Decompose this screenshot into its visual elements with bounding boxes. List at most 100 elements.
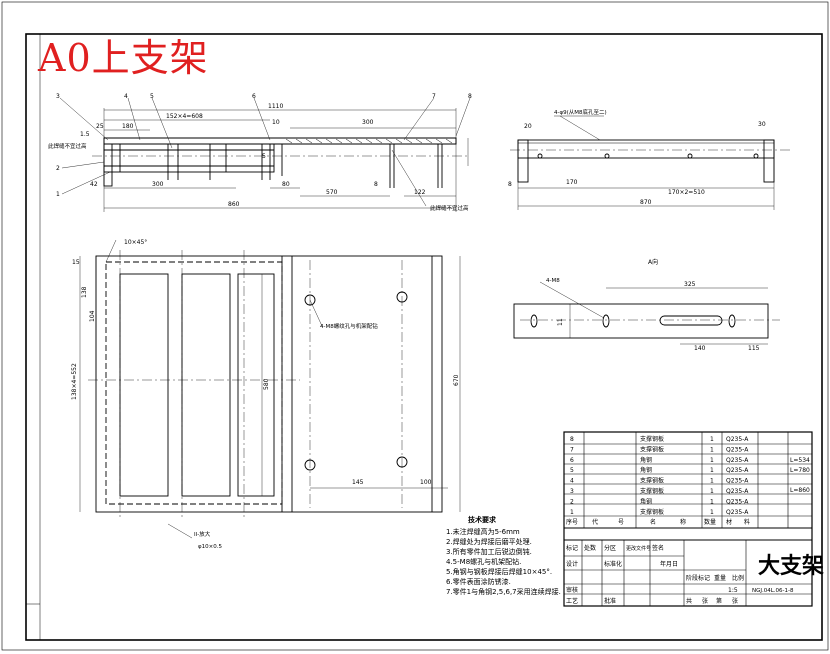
part-name: 支撑钢板 [640,435,664,443]
tb-drawing-no: NGJ.04L.06-1-8 [752,588,794,594]
part-material: Q235-A [726,488,749,495]
tb-stage: 阶段标记 [686,574,710,582]
part-qty: 1 [710,498,714,505]
part-no: 6 [570,457,574,464]
dim-42: 42 [90,181,98,188]
tb-date: 年月日 [660,560,678,568]
balloon-6: 6 [252,93,256,100]
a-view [513,281,780,345]
tb-scale: 1:5 [728,587,738,594]
dim-1.5: 1.5 [80,131,90,138]
tb-design: 设计 [566,560,578,568]
plan-view [79,239,461,539]
title-block-labels: 序号 代 号 名 称 数量 材 料 L=534 L=780 L=860 标记 处… [566,457,810,605]
dim-138x4: 138×4=552 [71,363,78,400]
dim-300-top: 300 [362,119,374,126]
dim-145: 145 [352,479,364,486]
part-name: 支撑钢板 [640,477,664,485]
hdr-name2: 称 [680,518,686,526]
tb-weight: 重量 [714,574,726,582]
hdr-code1: 代 [592,518,598,526]
detail-spec: φ10×0.5 [198,544,222,550]
tb-approve: 批准 [604,597,616,605]
part-material: Q235-A [726,446,749,453]
drawing-frame [25,33,823,641]
dim-8-side: 8 [508,181,512,188]
balloon-3: 3 [56,93,60,100]
part-qty: 1 [710,436,714,443]
hdr-name1: 名 [650,518,656,526]
hdr-code2: 号 [618,519,624,526]
dim-152x4: 152×4=608 [166,113,203,120]
a-view-title: A向 [648,258,658,266]
a-view-hole-note: 4-M8 [546,278,560,284]
part-qty: 1 [710,457,714,464]
part-qty: 1 [710,488,714,495]
tech-note-3: 3.所有零件加工后锐边倒钝. [446,548,532,556]
front-view-labels: 3 4 5 6 7 8 2 1 1110 152×4=608 300 180 1… [48,93,472,212]
dim-100: 100 [420,479,432,486]
tb-page: 第 [716,597,722,605]
dim-325: 325 [684,281,696,288]
dim-115: 115 [748,345,760,352]
dim-11: 11 [557,318,564,326]
threaded-hole-note: 4-M8螺纹孔与机架配钻 [320,322,378,330]
hdr-mat2: 料 [744,518,750,526]
part-name: 角钢 [640,497,652,505]
part-material: Q235-A [726,498,749,505]
dim-140: 140 [694,345,706,352]
part-qty: 1 [710,446,714,453]
part-name: 支撑钢板 [640,445,664,453]
dim-20: 20 [524,123,532,130]
part-material: Q235-A [726,467,749,474]
front-view [59,97,471,212]
balloon-8: 8 [468,93,472,100]
dim-122: 122 [414,189,426,196]
plan-view-labels: 10×45° 15 138 104 138×4=552 580 145 100 … [71,239,460,550]
part-no: 1 [570,509,574,516]
dim-138: 138 [81,286,88,298]
tb-count: 处数 [584,544,596,552]
dim-80: 80 [282,181,290,188]
detail-callout: II-放大 [194,530,211,538]
dim-860: 860 [228,201,240,208]
part-name: 支撑钢板 [640,487,664,495]
side-hole-note: 4-φ9(从M8底孔至二) [554,108,607,116]
part-no: 2 [570,498,574,505]
weld-note-left: 此焊缝不宜过高 [48,142,87,150]
dim-870: 870 [640,199,652,206]
part-name: 角钢 [640,456,652,464]
tech-note-7: 7.零件1与角钢2,5,6,7采用连续焊接. [446,588,561,596]
side-label-1: L=534 [790,457,810,464]
tb-process: 工艺 [566,597,578,605]
part-name: 角钢 [640,466,652,474]
part-no: 7 [570,446,574,453]
side-label-2: L=780 [790,467,810,474]
dim-chamfer: 10×45° [124,239,147,246]
tech-note-1: 1.未注焊缝高为5-6mm [446,528,520,536]
dim-10: 10 [272,119,280,126]
weld-note-right: 此焊缝不宜过高 [430,204,469,212]
dim-300-bottom: 300 [152,181,164,188]
side-label-3: L=860 [790,487,810,494]
tb-zone: 分区 [604,544,616,552]
part-no: 8 [570,436,574,443]
tb-review: 审核 [566,586,578,594]
dim-570: 570 [326,189,338,196]
dim-170: 170 [566,179,578,186]
tb-sign: 签名 [652,544,664,552]
dim-180: 180 [122,123,134,130]
part-material: Q235-A [726,478,749,485]
dim-5: 5 [262,153,266,160]
dim-670: 670 [453,374,460,386]
dim-25: 25 [96,123,104,130]
part-material: Q235-A [726,436,749,443]
part-qty: 1 [710,478,714,485]
tech-note-6: 6.零件表面涂防锈漆. [446,578,511,586]
balloon-1: 1 [56,191,60,198]
hdr-mat1: 材 [726,518,732,526]
part-no: 5 [570,467,574,474]
